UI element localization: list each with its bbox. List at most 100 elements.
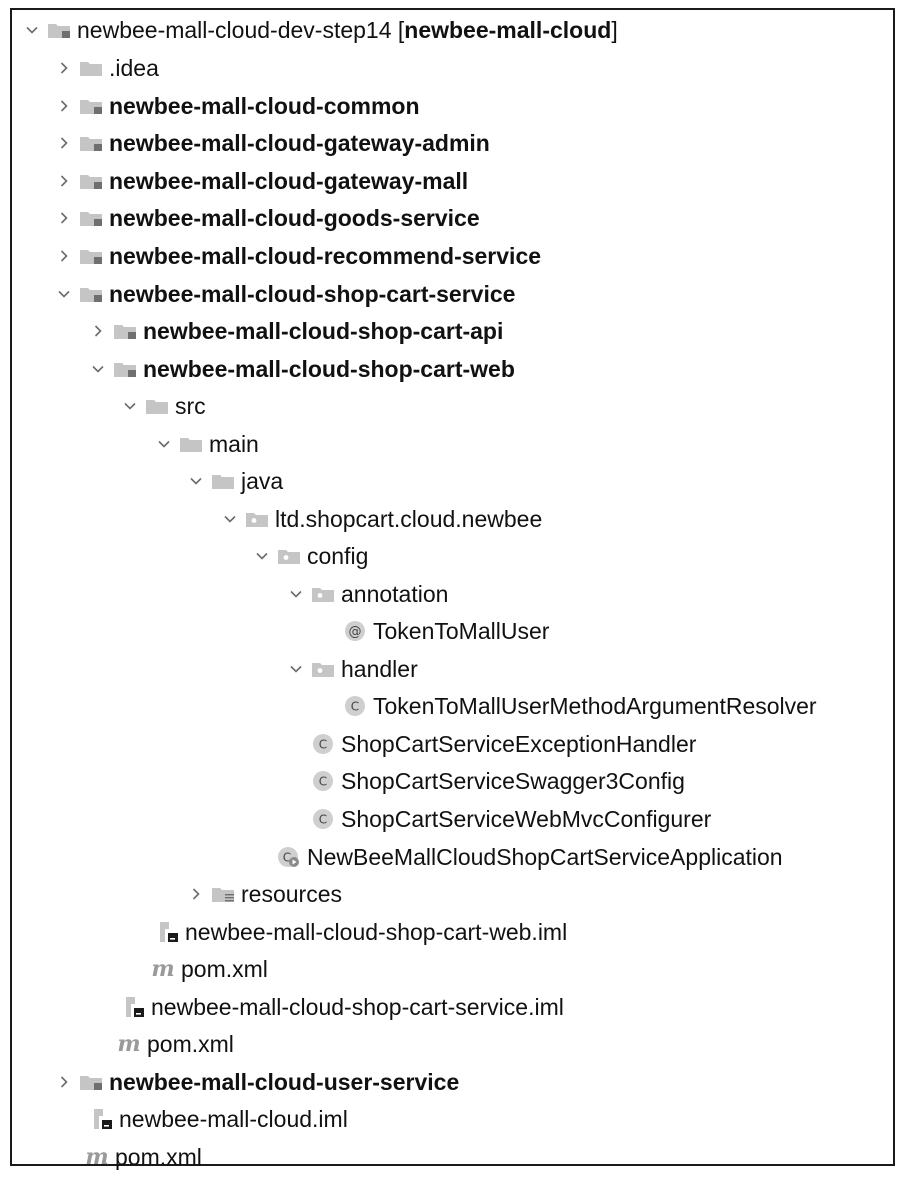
chevron-right-icon[interactable]	[84, 313, 112, 349]
tree-node-label: newbee-mall-cloud-recommend-service	[109, 243, 542, 269]
svg-text:C: C	[351, 700, 359, 714]
tree-node-root-pom[interactable]: m pom.xml	[12, 1139, 908, 1175]
chevron-down-icon[interactable]	[50, 276, 78, 312]
tree-node-swagger-config[interactable]: C ShopCartServiceSwagger3Config	[12, 763, 908, 799]
tree-node-webmvc-configurer[interactable]: C ShopCartServiceWebMvcConfigurer	[12, 801, 908, 837]
tree-node-gateway-admin[interactable]: newbee-mall-cloud-gateway-admin	[12, 125, 908, 161]
tree-node-label: java	[241, 468, 284, 494]
chevron-down-icon[interactable]	[84, 351, 112, 387]
iml-file-icon	[120, 994, 146, 1020]
tree-node-label: annotation	[341, 581, 449, 607]
package-icon	[276, 543, 302, 569]
tree-node-label: ShopCartServiceWebMvcConfigurer	[341, 806, 712, 832]
tree-node-label: newbee-mall-cloud-gateway-admin	[109, 130, 490, 156]
chevron-down-icon[interactable]	[216, 501, 244, 537]
tree-node-main[interactable]: main	[12, 426, 908, 462]
svg-text:C: C	[283, 851, 291, 865]
tree-node-gateway-mall[interactable]: newbee-mall-cloud-gateway-mall	[12, 163, 908, 199]
tree-node-shop-cart-web[interactable]: newbee-mall-cloud-shop-cart-web	[12, 351, 908, 387]
tree-node-root[interactable]: newbee-mall-cloud-dev-step14 [newbee-mal…	[12, 12, 898, 48]
tree-node-label: main	[209, 431, 259, 457]
spring-boot-class-icon: C	[276, 844, 302, 870]
class-icon: C	[310, 806, 336, 832]
tree-node-java[interactable]: java	[12, 463, 908, 499]
tree-node-shop-cart-web-pom[interactable]: m pom.xml	[12, 951, 908, 987]
tree-node-goods-service[interactable]: newbee-mall-cloud-goods-service	[12, 200, 908, 236]
package-icon	[310, 581, 336, 607]
chevron-down-icon[interactable]	[282, 576, 310, 612]
tree-node-label: pom.xml	[181, 956, 268, 982]
tree-node-label: resources	[241, 881, 342, 907]
svg-text:@: @	[349, 625, 362, 640]
chevron-down-icon[interactable]	[282, 651, 310, 687]
module-folder-icon	[112, 356, 138, 382]
tree-node-shop-cart-service[interactable]: newbee-mall-cloud-shop-cart-service	[12, 276, 908, 312]
tree-node-label: TokenToMallUserMethodArgumentResolver	[373, 693, 817, 719]
chevron-right-icon[interactable]	[182, 876, 210, 912]
source-folder-icon	[210, 468, 236, 494]
chevron-right-icon[interactable]	[50, 125, 78, 161]
tree-node-label: newbee-mall-cloud-gateway-mall	[109, 168, 469, 194]
tree-node-annotation[interactable]: annotation	[12, 576, 908, 612]
tree-node-shop-cart-service-iml[interactable]: newbee-mall-cloud-shop-cart-service.iml	[12, 989, 908, 1025]
chevron-down-icon[interactable]	[182, 463, 210, 499]
tree-node-label: NewBeeMallCloudShopCartServiceApplicatio…	[307, 844, 783, 870]
tree-node-user-service[interactable]: newbee-mall-cloud-user-service	[12, 1064, 908, 1100]
tree-node-label: ltd.shopcart.cloud.newbee	[275, 506, 543, 532]
iml-file-icon	[88, 1106, 114, 1132]
tree-node-idea[interactable]: .idea	[12, 50, 908, 86]
tree-node-resources[interactable]: resources	[12, 876, 908, 912]
chevron-down-icon[interactable]	[150, 426, 178, 462]
svg-text:m: m	[151, 958, 174, 980]
tree-node-label: newbee-mall-cloud-shop-cart-web	[143, 356, 515, 382]
tree-node-label: newbee-mall-cloud-shop-cart-web.iml	[185, 919, 568, 945]
iml-file-icon	[154, 919, 180, 945]
chevron-down-icon[interactable]	[18, 12, 46, 48]
chevron-right-icon[interactable]	[50, 50, 78, 86]
tree-node-package-root[interactable]: ltd.shopcart.cloud.newbee	[12, 501, 908, 537]
tree-node-config[interactable]: config	[12, 538, 908, 574]
module-folder-icon	[78, 93, 104, 119]
maven-pom-icon: m	[116, 1031, 142, 1057]
chevron-down-icon[interactable]	[248, 538, 276, 574]
class-icon: C	[342, 693, 368, 719]
tree-node-label: pom.xml	[147, 1031, 234, 1057]
package-icon	[244, 506, 270, 532]
tree-node-src[interactable]: src	[12, 388, 908, 424]
svg-text:m: m	[85, 1146, 108, 1168]
chevron-right-icon[interactable]	[50, 200, 78, 236]
chevron-down-icon[interactable]	[116, 388, 144, 424]
chevron-right-icon[interactable]	[50, 88, 78, 124]
tree-node-handler[interactable]: handler	[12, 651, 908, 687]
folder-icon	[178, 431, 204, 457]
tree-node-label: newbee-mall-cloud-shop-cart-service.iml	[151, 994, 564, 1020]
tree-node-label: config	[307, 543, 369, 569]
svg-text:C: C	[319, 813, 327, 827]
chevron-right-icon[interactable]	[50, 1064, 78, 1100]
module-folder-icon	[78, 281, 104, 307]
tree-node-common[interactable]: newbee-mall-cloud-common	[12, 88, 908, 124]
tree-node-shop-cart-service-pom[interactable]: m pom.xml	[12, 1026, 908, 1062]
tree-node-shop-cart-web-iml[interactable]: newbee-mall-cloud-shop-cart-web.iml	[12, 914, 908, 950]
tree-node-label: ShopCartServiceSwagger3Config	[341, 768, 685, 794]
tree-node-recommend-service[interactable]: newbee-mall-cloud-recommend-service	[12, 238, 908, 274]
tree-node-label: src	[175, 393, 206, 419]
tree-node-label: newbee-mall-cloud-user-service	[109, 1069, 460, 1095]
tree-node-application[interactable]: C NewBeeMallCloudShopCartServiceApplicat…	[12, 839, 908, 875]
resources-folder-icon	[210, 881, 236, 907]
tree-node-label: ShopCartServiceExceptionHandler	[341, 731, 697, 757]
tree-node-root-iml[interactable]: newbee-mall-cloud.iml	[12, 1101, 908, 1137]
chevron-right-icon[interactable]	[50, 163, 78, 199]
chevron-right-icon[interactable]	[50, 238, 78, 274]
folder-icon	[78, 55, 104, 81]
tree-node-label: .idea	[109, 55, 159, 81]
tree-node-argument-resolver[interactable]: C TokenToMallUserMethodArgumentResolver	[12, 688, 908, 724]
tree-node-token-to-mall-user[interactable]: @ TokenToMallUser	[12, 613, 908, 649]
package-icon	[310, 656, 336, 682]
annotation-icon: @	[342, 618, 368, 644]
module-folder-icon	[78, 1069, 104, 1095]
tree-node-exception-handler[interactable]: C ShopCartServiceExceptionHandler	[12, 726, 908, 762]
tree-node-shop-cart-api[interactable]: newbee-mall-cloud-shop-cart-api	[12, 313, 908, 349]
project-tree-panel: newbee-mall-cloud-dev-step14 [newbee-mal…	[10, 8, 898, 1170]
class-icon: C	[310, 731, 336, 757]
